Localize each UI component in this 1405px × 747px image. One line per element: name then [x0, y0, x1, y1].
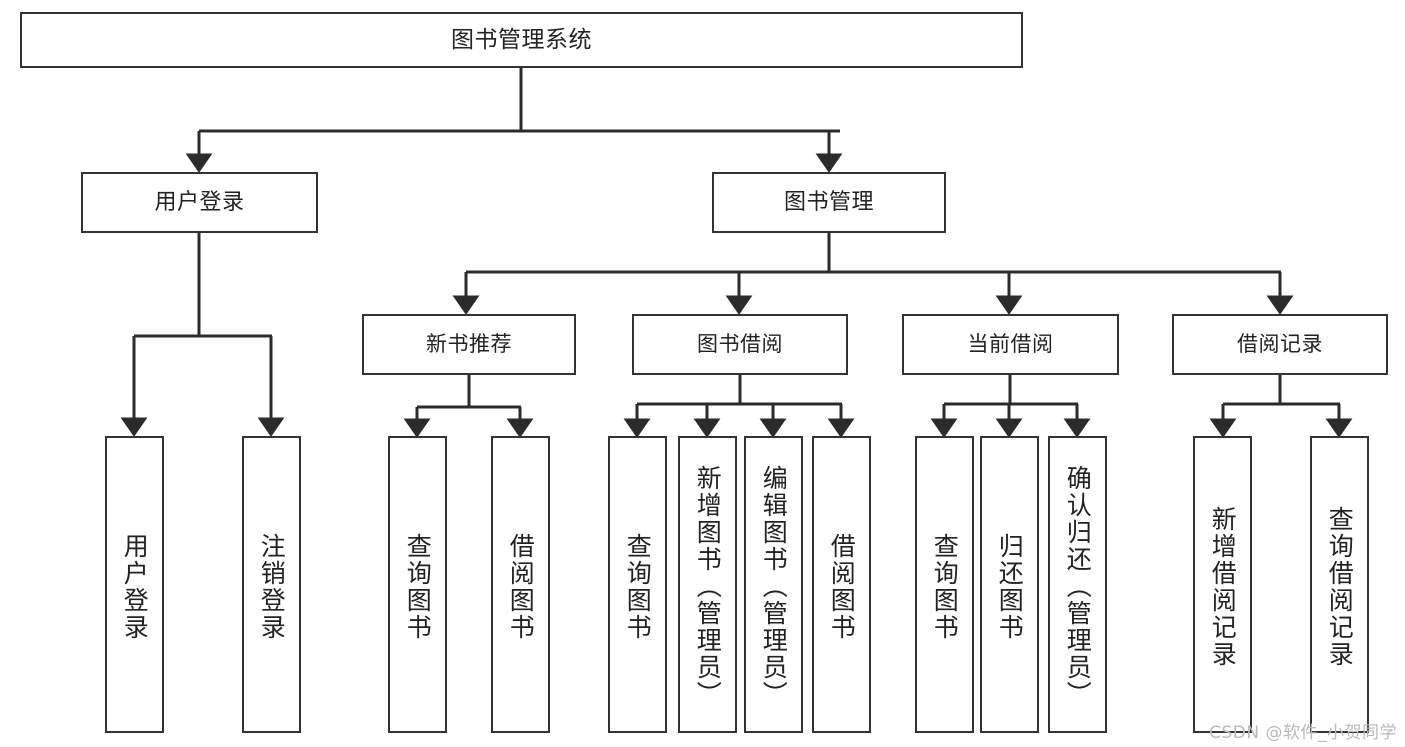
node-label: 注销登录	[257, 532, 287, 641]
csdn-watermark: CSDN @软件_小贺同学	[1209, 723, 1397, 743]
leaf-user-login-logout[interactable]: 注销登录	[242, 436, 301, 733]
node-label: 借阅图书	[827, 532, 857, 641]
node-new-book-recommend[interactable]: 新书推荐	[362, 314, 576, 375]
node-label: 新增借阅记录	[1208, 505, 1238, 668]
node-label: 图书借阅	[697, 332, 783, 357]
leaf-borrow-record-query[interactable]: 查询借阅记录	[1310, 436, 1369, 733]
leaf-book-borrow-edit[interactable]: 编辑图书（管理员）	[744, 436, 803, 733]
node-book-borrow[interactable]: 图书借阅	[632, 314, 848, 375]
leaf-current-borrow-return[interactable]: 归还图书	[980, 436, 1039, 733]
leaf-book-borrow-borrow[interactable]: 借阅图书	[812, 436, 871, 733]
node-root-system[interactable]: 图书管理系统	[20, 12, 1023, 68]
node-label: 借阅记录	[1237, 332, 1323, 357]
leaf-current-borrow-confirm-return[interactable]: 确认归还（管理员）	[1048, 436, 1107, 733]
node-borrow-record[interactable]: 借阅记录	[1172, 314, 1388, 375]
node-label: 新书推荐	[426, 332, 512, 357]
node-book-management[interactable]: 图书管理	[712, 172, 946, 233]
leaf-new-book-query[interactable]: 查询图书	[388, 436, 447, 733]
node-label: 查询图书	[623, 532, 653, 641]
leaf-current-borrow-query[interactable]: 查询图书	[915, 436, 974, 733]
node-label: 图书管理	[783, 189, 874, 215]
node-label: 用户登录	[120, 532, 150, 641]
node-label: 查询图书	[403, 532, 433, 641]
leaf-new-book-borrow[interactable]: 借阅图书	[491, 436, 550, 733]
node-user-login[interactable]: 用户登录	[81, 172, 318, 233]
node-label: 编辑图书（管理员）	[759, 465, 789, 708]
node-label: 查询借阅记录	[1325, 505, 1355, 668]
leaf-user-login-login[interactable]: 用户登录	[105, 436, 164, 733]
leaf-book-borrow-add[interactable]: 新增图书（管理员）	[678, 436, 737, 733]
node-label: 图书管理系统	[451, 26, 592, 53]
node-label: 归还图书	[995, 532, 1025, 641]
leaf-borrow-record-add[interactable]: 新增借阅记录	[1193, 436, 1252, 733]
node-label: 当前借阅	[967, 332, 1054, 357]
node-label: 借阅图书	[506, 532, 536, 641]
node-label: 确认归还（管理员）	[1063, 465, 1093, 708]
node-label: 新增图书（管理员）	[693, 465, 723, 708]
node-label: 用户登录	[154, 189, 245, 215]
node-current-borrow[interactable]: 当前借阅	[902, 314, 1119, 375]
leaf-book-borrow-query[interactable]: 查询图书	[608, 436, 667, 733]
node-label: 查询图书	[930, 532, 960, 641]
